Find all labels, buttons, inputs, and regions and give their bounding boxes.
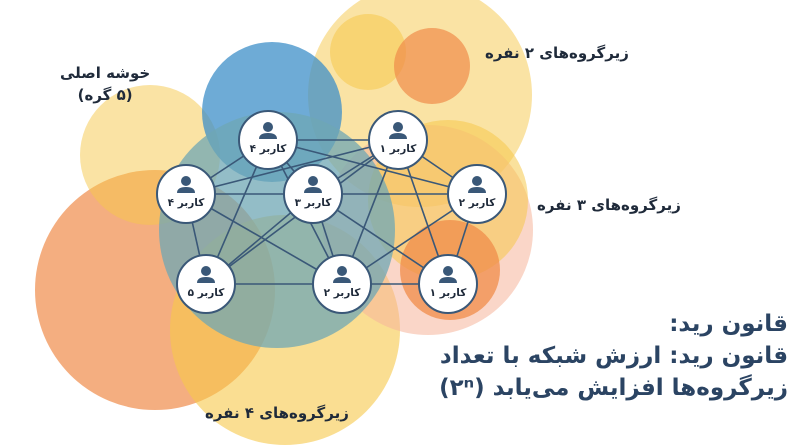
subgroup-3-label: زیرگروه‌های ۳ نفره — [537, 196, 681, 214]
user-node: کاربر ۵ — [176, 254, 236, 314]
user-node-circle — [156, 164, 216, 224]
user-node-circle — [447, 164, 507, 224]
user-node-label: کاربر ۵ — [188, 287, 226, 299]
user-icon — [304, 176, 322, 193]
user-node: کاربر ۲ — [312, 254, 372, 314]
user-node-circle — [283, 164, 343, 224]
reeds-law-caption: قانون رید: قانون رید: ارزش شبکه با تعداد… — [439, 308, 788, 404]
main-cluster-count: (۵ گره) — [77, 86, 133, 104]
user-icon — [439, 266, 457, 283]
edge-n2-n3 — [185, 139, 399, 195]
user-icon — [333, 266, 351, 283]
top-small-orange-circle — [394, 28, 470, 104]
user-icon — [259, 122, 277, 139]
user-icon — [389, 122, 407, 139]
user-icon — [197, 266, 215, 283]
user-node: کاربر ۴ — [156, 164, 216, 224]
edge-n3-n7 — [185, 193, 343, 285]
user-icon — [177, 176, 195, 193]
user-node-circle — [368, 110, 428, 170]
user-node-circle — [176, 254, 236, 314]
user-icon — [468, 176, 486, 193]
user-node-label: کاربر ۴ — [250, 143, 288, 155]
subgroup-4-label: زیرگروه‌های ۴ نفره — [205, 404, 349, 422]
main-cluster-label: خوشه اصلی (۵ گره) — [60, 62, 150, 106]
user-node-circle — [312, 254, 372, 314]
user-node: کاربر ۳ — [283, 164, 343, 224]
network-nodes: کاربر ۴ کاربر ۱ کاربر ۴ کاربر ۳ کاربر ۲ کاربر… — [156, 110, 507, 314]
user-node: کاربر ۲ — [447, 164, 507, 224]
caption-title: قانون رید: — [669, 311, 788, 337]
top-small-yellow-circle — [330, 14, 406, 90]
user-node-label: کاربر ۲ — [459, 197, 497, 209]
edge-n1-n5 — [267, 139, 478, 195]
subgroup-2-label: زیرگروه‌های ۲ نفره — [485, 44, 629, 62]
user-node-circle — [238, 110, 298, 170]
user-node: کاربر ۴ — [238, 110, 298, 170]
caption-line-3: زیرگروه‌ها افزایش می‌یابد (۲ⁿ) — [439, 375, 788, 401]
main-cluster-title: خوشه اصلی — [60, 64, 151, 82]
user-node-label: کاربر ۴ — [168, 197, 206, 209]
user-node-label: کاربر ۲ — [324, 287, 362, 299]
user-node-label: کاربر ۱ — [380, 143, 418, 155]
user-node-label: کاربر ۱ — [430, 287, 468, 299]
caption-line-2: قانون رید: ارزش شبکه با تعداد — [439, 343, 788, 369]
user-node-circle — [418, 254, 478, 314]
user-node: کاربر ۱ — [418, 254, 478, 314]
user-node-label: کاربر ۳ — [295, 197, 333, 209]
user-node: کاربر ۱ — [368, 110, 428, 170]
